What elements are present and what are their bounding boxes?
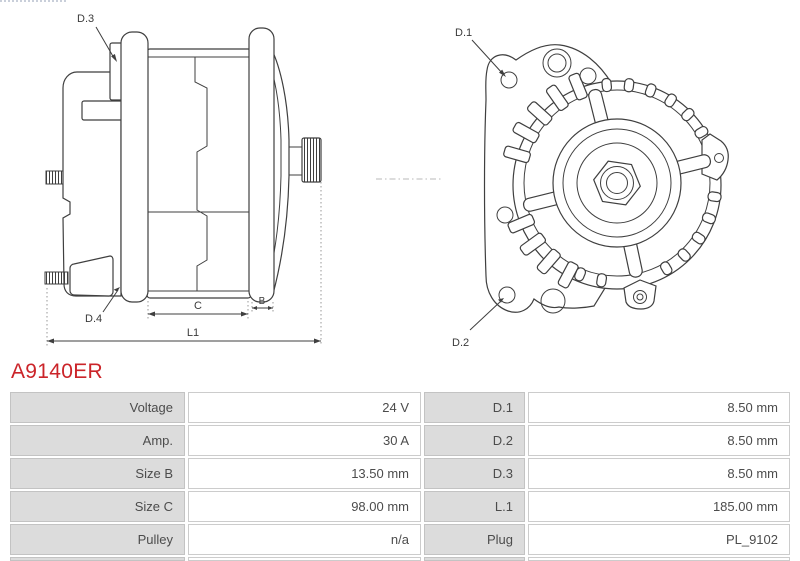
spec-label-cell: Size B: [10, 458, 185, 489]
part-number-title: A9140ER: [11, 360, 103, 383]
label-l1: L1: [187, 327, 199, 339]
spec-label-cell: D.3: [424, 458, 525, 489]
label-c: C: [194, 300, 202, 312]
spec-table: Voltage 24 V D.1 8.50 mm Amp. 30 A D.2 8…: [10, 392, 790, 561]
shaft-thread: [301, 137, 322, 183]
spec-value-cell: 98.00 mm: [188, 491, 421, 522]
terminal-bolt-upper: [45, 170, 64, 185]
rear-housing: [62, 71, 122, 297]
dimension-line-c: C: [148, 300, 248, 317]
dimension-line-l1: L1: [47, 327, 321, 344]
spec-value-cell: 185.00 mm: [528, 491, 790, 522]
spec-label-cell: Pulley: [10, 524, 185, 555]
dimension-line-b: B: [252, 296, 273, 310]
rear-flange: [120, 31, 149, 303]
front-view-drawing: D.1 D.2: [452, 27, 729, 349]
label-d1: D.1: [455, 27, 472, 39]
mounting-holes: [496, 48, 597, 314]
spec-label-cell: Plug: [424, 524, 525, 555]
leader-d2: D.2: [452, 298, 504, 349]
hub-and-nut: [552, 118, 682, 248]
technical-drawing: C B L1 D.3 D.4: [44, 13, 729, 349]
alternator-drawing-svg: C B L1 D.3 D.4: [44, 13, 729, 349]
spec-value-cell: n/a: [188, 524, 421, 555]
spec-table-partial-row: [10, 557, 185, 561]
spec-label-cell: D.1: [424, 392, 525, 423]
spec-value-cell: 8.50 mm: [528, 392, 790, 423]
face-circle: [523, 89, 711, 277]
leader-d3: D.3: [77, 13, 117, 62]
spec-value-cell: 8.50 mm: [528, 458, 790, 489]
spec-label-cell: Voltage: [10, 392, 185, 423]
label-d4: D.4: [85, 313, 102, 325]
hex-nut: [593, 160, 641, 206]
spec-value-cell: 24 V: [188, 392, 421, 423]
spec-value-cell: 30 A: [188, 425, 421, 456]
front-flange: [248, 27, 275, 303]
spec-label-cell: L.1: [424, 491, 525, 522]
spec-value-cell: 13.50 mm: [188, 458, 421, 489]
right-lug: [701, 133, 729, 181]
leader-d4: D.4: [85, 287, 120, 325]
label-b: B: [259, 296, 266, 307]
bottom-lug: [623, 279, 657, 310]
rear-slot: [81, 100, 124, 121]
leader-d1: D.1: [455, 27, 506, 77]
label-d2: D.2: [452, 337, 469, 349]
spec-table-partial-row: [528, 557, 790, 561]
side-view-drawing: C B L1 D.3 D.4: [44, 13, 322, 346]
spec-table-partial-row: [424, 557, 525, 561]
label-d3: D.3: [77, 13, 94, 25]
spec-label-cell: Amp.: [10, 425, 185, 456]
spec-table-partial-row: [188, 557, 421, 561]
spec-label-cell: D.2: [424, 425, 525, 456]
spec-label-cell: Size C: [10, 491, 185, 522]
corner-dotted-line: [0, 0, 66, 2]
spec-value-cell: PL_9102: [528, 524, 790, 555]
spec-value-cell: 8.50 mm: [528, 425, 790, 456]
stator-body: [146, 48, 252, 299]
terminal-bolt-lower: [44, 255, 114, 297]
